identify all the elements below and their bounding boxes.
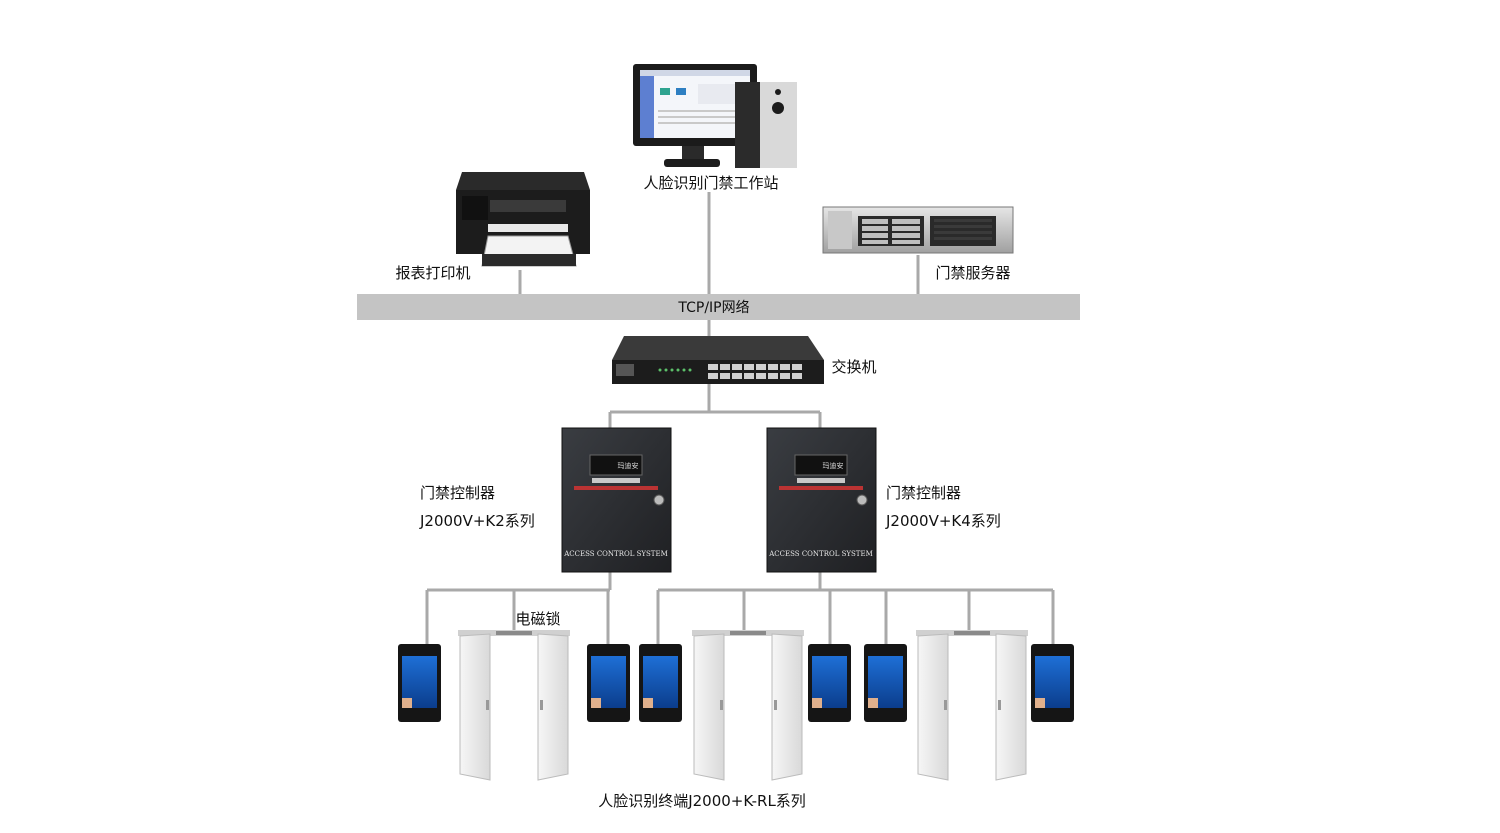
controller-left-model: J2000V+K2系列 (419, 512, 535, 530)
door-2-icon (692, 630, 804, 781)
server-label: 门禁服务器 (935, 264, 1010, 282)
face-terminal-1-icon (398, 644, 441, 722)
face-terminal-3-icon (639, 644, 682, 722)
switch-label: 交换机 (831, 358, 876, 376)
network-label: TCP/IP网络 (677, 300, 749, 316)
controller-left-system-text: ACCESS CONTROL SYSTEM (563, 550, 668, 558)
controller-right-system-text: ACCESS CONTROL SYSTEM (768, 550, 873, 558)
controller-left-icon: 玛迪安 ACCESS CONTROL SYSTEM (561, 427, 672, 573)
printer-label: 报表打印机 (395, 264, 470, 282)
face-terminal-4-icon (808, 644, 851, 722)
controller-right-title: 门禁控制器 (886, 484, 961, 502)
door-3-icon (916, 630, 1028, 781)
controller-right-model: J2000V+K4系列 (885, 512, 1001, 530)
connection-lines (425, 192, 1055, 644)
network-bar (357, 294, 1080, 320)
terminal-label: 人脸识别终端J2000+K-RL系列 (598, 792, 806, 810)
workstation-label: 人脸识别门禁工作站 (643, 174, 778, 192)
door-1-icon (458, 630, 570, 781)
controller-right-brand: 玛迪安 (823, 461, 844, 470)
face-terminal-5-icon (864, 644, 907, 722)
magnetic-lock-label: 电磁锁 (515, 610, 560, 628)
controller-right-icon: 玛迪安 ACCESS CONTROL SYSTEM (766, 427, 877, 573)
workstation-icon (633, 64, 797, 168)
server-icon (822, 206, 1014, 254)
switch-icon (612, 336, 824, 384)
face-terminal-6-icon (1031, 644, 1074, 722)
face-terminal-2-icon (587, 644, 630, 722)
printer-icon (456, 172, 590, 267)
controller-left-brand: 玛迪安 (618, 461, 639, 470)
controller-left-title: 门禁控制器 (420, 484, 495, 502)
